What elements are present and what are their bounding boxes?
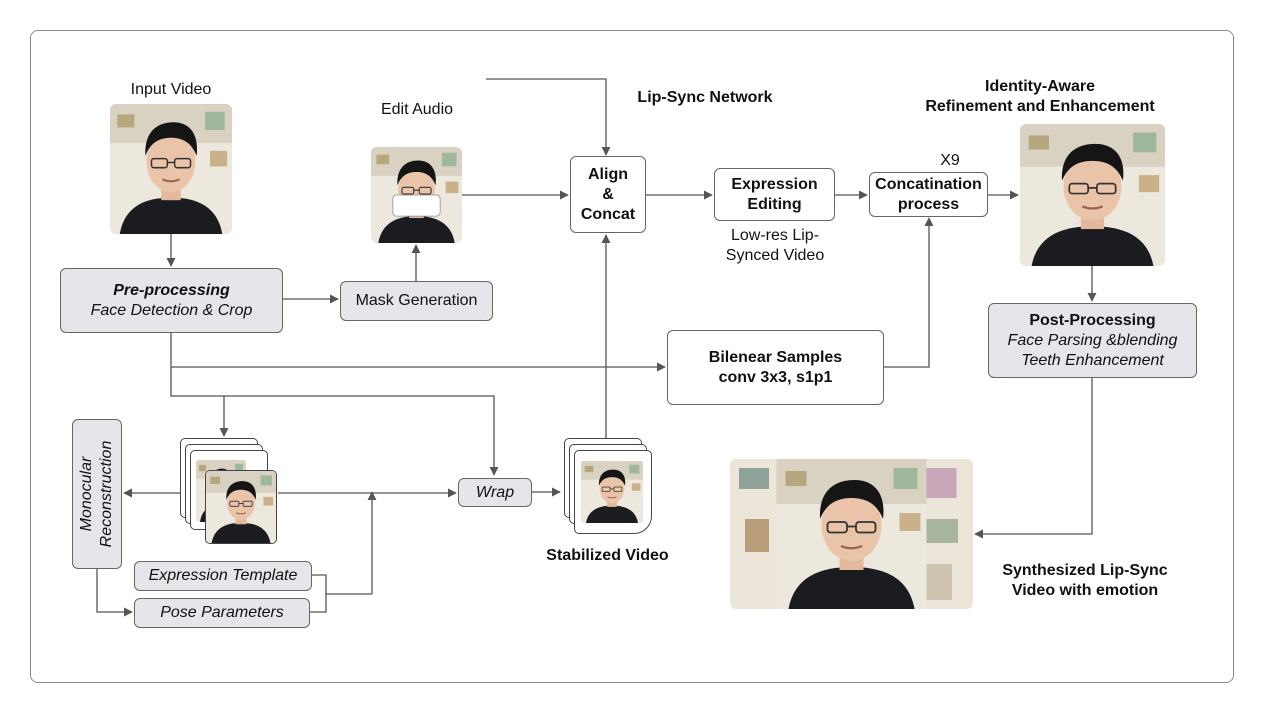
synth-line-2: Video with emotion <box>1011 582 1159 599</box>
masked-face-photo <box>371 147 462 243</box>
arrow-audio-to-align <box>486 78 611 156</box>
x9-label: X9 <box>940 152 960 169</box>
arrow-monocular-to-pose <box>96 569 133 617</box>
align-line-3: Concat <box>580 205 636 223</box>
diagram-frame <box>30 30 1234 683</box>
align-concat-box: Align & Concat <box>570 156 646 233</box>
concat-line-2: process <box>897 195 960 213</box>
post-processing-title: Post-Processing <box>1029 311 1156 329</box>
pose-parameters-label: Pose Parameters <box>160 604 284 621</box>
arrow-bilinear-to-concat <box>884 217 934 368</box>
concatination-box: Concatination process <box>869 172 988 217</box>
mask-generation-label: Mask Generation <box>355 292 478 309</box>
expression-template-box: Expression Template <box>134 561 312 591</box>
monocular-line-2: Reconstruction <box>98 440 115 548</box>
preprocessing-box: Pre-processing Face Detection & Crop <box>60 268 283 333</box>
edit-audio-label: Edit Audio <box>380 101 454 118</box>
expression-line-2: Editing <box>747 195 802 213</box>
input-video-photo <box>110 104 232 234</box>
arrow-post-to-synth <box>974 378 1093 539</box>
synth-line-1: Synthesized Lip-Sync <box>1002 562 1168 579</box>
low-res-line-1: Low-res Lip- <box>730 227 820 244</box>
align-line-1: Align <box>588 165 628 183</box>
stabilized-card-front <box>574 450 652 534</box>
pose-parameters-box: Pose Parameters <box>134 598 310 628</box>
audio-waveform-icon <box>357 60 475 98</box>
arrow-preprocessing-to-bilinear <box>170 333 666 372</box>
lip-sync-network-label: Lip-Sync Network <box>637 89 773 106</box>
expression-template-label: Expression Template <box>148 567 298 584</box>
wrap-box: Wrap <box>458 478 532 507</box>
synthesized-label: Synthesized Lip-Sync Video with emotion <box>980 561 1190 601</box>
identity-title-line-1: Identity-Aware <box>985 78 1095 95</box>
connector-template-join <box>312 574 372 595</box>
monocular-line-1: Monocular <box>78 456 95 532</box>
post-processing-box: Post-Processing Face Parsing &blending T… <box>988 303 1197 378</box>
expression-editing-box: Expression Editing <box>714 168 835 221</box>
preprocessing-title: Pre-processing <box>113 281 230 299</box>
identity-title-line-2: Refinement and Enhancement <box>925 98 1155 115</box>
monocular-reconstruction-box <box>72 419 122 569</box>
concat-line-1: Concatination <box>875 175 982 193</box>
input-video-label: Input Video <box>130 81 212 98</box>
stabilized-video-label: Stabilized Video <box>546 547 669 564</box>
identity-aware-title: Identity-Aware Refinement and Enhancemen… <box>900 77 1180 117</box>
arrow-preprocessing-to-wrap <box>170 367 499 476</box>
stack-photo-front <box>205 470 277 544</box>
bilinear-box: Bilenear Samples conv 3x3, s1p1 <box>667 330 884 405</box>
wrap-label: Wrap <box>475 483 515 501</box>
bilinear-line-1: Bilenear Samples <box>708 348 843 366</box>
monocular-label: Monocular Reconstruction <box>77 419 117 569</box>
post-line-1: Face Parsing &blending <box>1007 331 1178 349</box>
expression-line-1: Expression <box>731 175 818 193</box>
preprocessing-subtitle: Face Detection & Crop <box>90 301 253 319</box>
low-res-label: Low-res Lip- Synced Video <box>710 226 840 266</box>
post-line-2: Teeth Enhancement <box>1021 351 1164 369</box>
stabilized-photo <box>581 461 643 523</box>
mask-generation-box: Mask Generation <box>340 281 493 321</box>
connector-pose-join <box>310 594 327 613</box>
synthesized-video-photo <box>730 459 973 609</box>
align-line-2: & <box>602 185 614 203</box>
identity-aware-photo <box>1020 124 1165 266</box>
low-res-line-2: Synced Video <box>725 247 825 264</box>
bilinear-line-2: conv 3x3, s1p1 <box>718 368 833 386</box>
